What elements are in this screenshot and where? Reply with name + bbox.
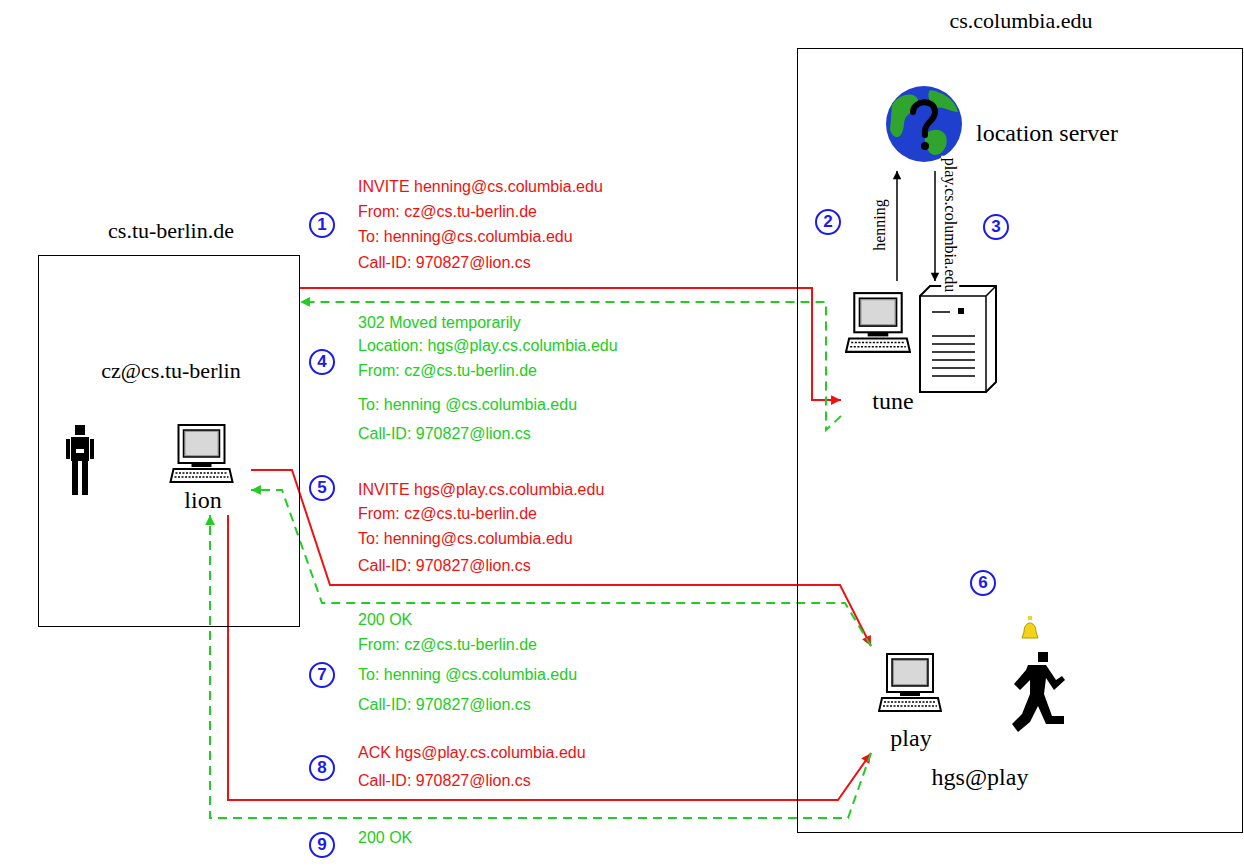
message-line: 200 OK — [358, 611, 412, 629]
message-line: Call-ID: 970827@lion.cs — [358, 772, 531, 790]
callout-number: 9 — [309, 832, 335, 858]
callout-number: 2 — [815, 209, 841, 235]
message-arrow — [300, 288, 841, 400]
message-line: To: henning @cs.columbia.edu — [358, 396, 577, 414]
domain-box: cs.tu-berlin.decz@cs.tu-berlinlion — [38, 255, 300, 627]
message-line: Call-ID: 970827@lion.cs — [358, 254, 531, 272]
message-line: Location: hgs@play.cs.columbia.edu — [358, 337, 618, 355]
running-person-icon — [1012, 652, 1065, 732]
globe-icon — [886, 86, 962, 162]
message-line: To: henning @cs.columbia.edu — [358, 666, 577, 684]
message-line: INVITE henning@cs.columbia.edu — [358, 178, 603, 196]
server-node: location server — [881, 81, 1201, 171]
message-arrow — [251, 470, 871, 646]
callout-number: 3 — [983, 214, 1009, 240]
computer-icon — [171, 425, 233, 482]
message-line: ACK hgs@play.cs.columbia.edu — [358, 744, 586, 762]
domain-box: cs.columbia.edulocation servertuneplay — [797, 48, 1243, 833]
message-line: Call-ID: 970827@lion.cs — [358, 557, 531, 575]
host-node: play — [871, 646, 951, 753]
message-line: INVITE hgs@play.cs.columbia.edu — [358, 481, 604, 499]
domain-heading: cs.columbia.edu — [950, 8, 1093, 33]
message-arrow — [934, 171, 936, 281]
message-line: From: cz@cs.tu-berlin.de — [358, 636, 537, 654]
host-name: play — [890, 725, 931, 753]
callout-number: 1 — [309, 212, 335, 238]
user-address: cz@cs.tu-berlin — [101, 358, 240, 383]
message-arrow — [210, 515, 871, 818]
edge-label: henning — [871, 197, 889, 253]
message-line: To: henning@cs.columbia.edu — [358, 228, 573, 246]
computer-icon — [879, 654, 941, 711]
server-name: location server — [976, 120, 1118, 148]
bell-icon — [1022, 616, 1038, 638]
message-arrow — [251, 490, 871, 646]
message-line: Call-ID: 970827@lion.cs — [358, 425, 531, 443]
computer-icon — [846, 293, 910, 352]
message-arrow — [896, 171, 898, 281]
domain-heading: cs.tu-berlin.de — [108, 218, 234, 243]
message-line: 200 OK — [358, 829, 412, 847]
message-line: From: cz@cs.tu-berlin.de — [358, 203, 537, 221]
person-icon — [66, 425, 94, 495]
edge-label: play.cs.columbia.edu — [941, 156, 959, 294]
host-name: lion — [184, 487, 221, 515]
host-node: tune — [841, 281, 1006, 416]
host-name: tune — [872, 388, 913, 416]
message-arrow — [228, 515, 871, 800]
message-line: To: henning@cs.columbia.edu — [358, 530, 573, 548]
callout-number: 6 — [970, 570, 996, 596]
message-line: From: cz@cs.tu-berlin.de — [358, 505, 537, 523]
message-arrow — [300, 302, 841, 430]
message-line: From: cz@cs.tu-berlin.de — [358, 362, 537, 380]
message-line: Call-ID: 970827@lion.cs — [358, 696, 531, 714]
host-node: lion — [156, 419, 251, 515]
user-label: hgs@play — [932, 764, 1029, 792]
callout-number: 7 — [309, 662, 335, 688]
server-tower — [920, 286, 996, 392]
message-line: 302 Moved temporarily — [358, 314, 521, 332]
callout-number: 8 — [309, 755, 335, 781]
callout-number: 5 — [309, 475, 335, 501]
callout-number: 4 — [309, 349, 335, 375]
